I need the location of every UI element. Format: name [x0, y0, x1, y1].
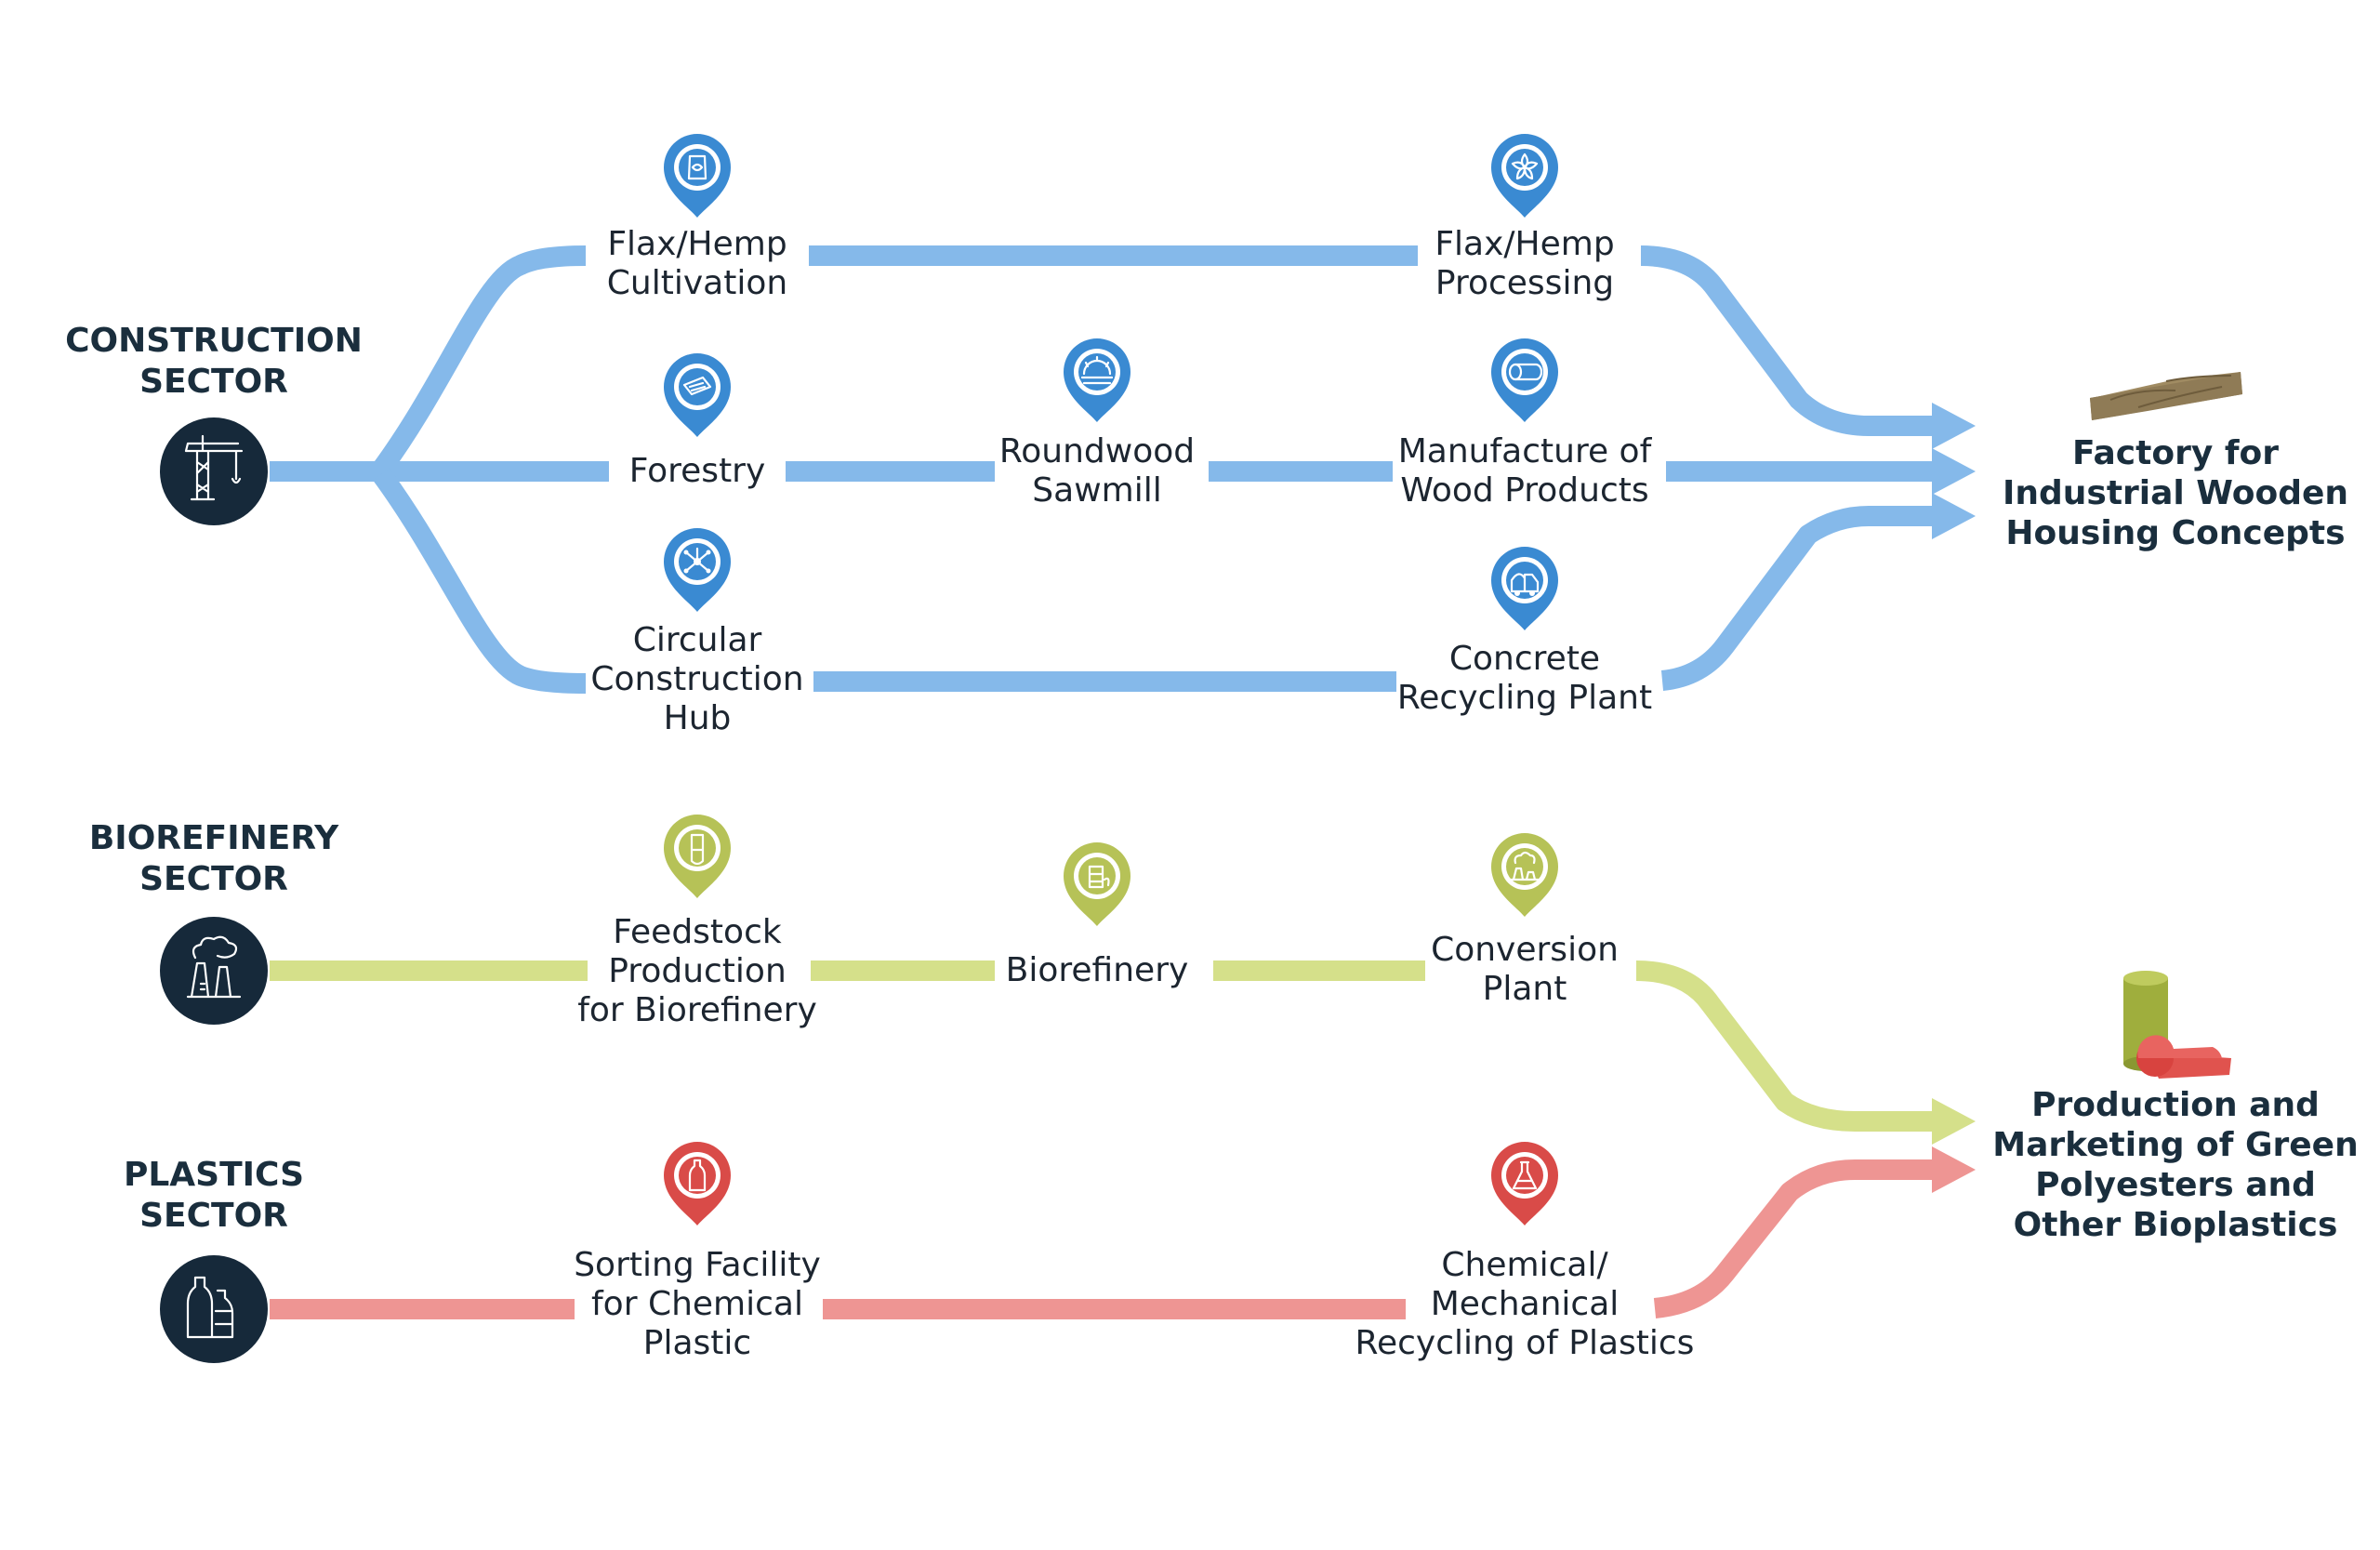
flower-icon	[1491, 134, 1558, 218]
node-label-line: for Biorefinery	[577, 991, 817, 1029]
node-label-line: Roundwood	[999, 432, 1195, 470]
node-biorefinery: Biorefinery	[1006, 951, 1189, 989]
dest-label-line: Marketing of Green	[1992, 1126, 2358, 1164]
material-rolls-icon	[2123, 971, 2231, 1079]
saw-blade-icon	[1064, 338, 1130, 422]
node-label-line: Circular	[633, 621, 762, 659]
test-tube-icon	[664, 815, 731, 898]
sector-title-line: BIOREFINERY	[89, 819, 339, 857]
node-label-line: Wood Products	[1400, 471, 1648, 510]
plant-icon	[1491, 833, 1558, 917]
arrowhead	[1932, 1098, 1976, 1145]
log-icon	[1491, 338, 1558, 422]
node-label-line: Flax/Hemp	[607, 225, 787, 263]
network-icon	[664, 528, 731, 612]
node-label-line: Processing	[1435, 264, 1614, 302]
barrel-icon	[1064, 842, 1130, 926]
node-label-line: Feedstock	[613, 913, 782, 951]
flow-line	[1660, 506, 1934, 691]
bottles-icon	[160, 1255, 268, 1363]
sector-title-line: PLASTICS	[124, 1156, 304, 1194]
dest-label-line: Production and	[2031, 1086, 2320, 1124]
factory-icon	[160, 917, 268, 1025]
crane-icon	[160, 417, 268, 525]
arrowhead	[1932, 448, 1976, 495]
node-forestry: Forestry	[629, 452, 766, 490]
node-label-line: Sawmill	[1032, 471, 1161, 510]
node-label-line: Sorting Facility	[574, 1246, 821, 1284]
node-label-line: Chemical/	[1441, 1246, 1608, 1284]
node-label-line: Flax/Hemp	[1435, 225, 1614, 263]
sector-title-line: SECTOR	[139, 1197, 288, 1235]
node-label-line: Conversion	[1431, 931, 1619, 969]
node-label-line: Concrete	[1449, 640, 1600, 678]
node-label-line: Cultivation	[607, 264, 787, 302]
node-label-line: Recycling of Plastics	[1355, 1324, 1695, 1362]
node-label-line: Construction	[590, 660, 803, 698]
node-label-line: Mechanical	[1431, 1285, 1620, 1323]
flask-icon	[1491, 1142, 1558, 1225]
flow-line	[1635, 960, 1934, 1132]
flow-line	[1653, 1159, 1934, 1318]
sector-title-line: CONSTRUCTION	[65, 322, 363, 360]
node-label-line: Recycling Plant	[1397, 679, 1652, 717]
node-label-line: Plastic	[643, 1324, 751, 1362]
arrowhead	[1932, 493, 1976, 539]
node-label-line: Manufacture of	[1398, 432, 1653, 470]
arrowhead	[1932, 1146, 1976, 1193]
node-label-line: Biorefinery	[1006, 951, 1189, 989]
map-icon	[664, 353, 731, 437]
flow-line	[373, 245, 587, 476]
flow-line	[373, 468, 587, 694]
node-label-line: Forestry	[629, 452, 766, 490]
cement-mixer-icon	[1491, 547, 1558, 630]
flow-line	[1640, 245, 1934, 436]
dest-label-line: Housing Concepts	[2005, 514, 2345, 552]
dest-label-line: Other Bioplastics	[2014, 1206, 2338, 1244]
node-label-line: Plant	[1483, 970, 1567, 1008]
dest-label-line: Industrial Wooden	[2003, 474, 2348, 512]
node-label-line: Production	[608, 952, 787, 990]
node-label-line: Hub	[664, 699, 732, 737]
wood-board-icon	[2090, 372, 2242, 420]
sector-title-line: SECTOR	[139, 860, 288, 898]
sector-title-line: SECTOR	[139, 363, 288, 401]
dest-label-line: Polyesters and	[2035, 1166, 2316, 1204]
arrowhead	[1932, 403, 1976, 449]
seed-bag-icon	[664, 134, 731, 218]
dest-label-line: Factory for	[2072, 434, 2279, 472]
node-label-line: for Chemical	[591, 1285, 803, 1323]
bottle-icon	[664, 1142, 731, 1225]
